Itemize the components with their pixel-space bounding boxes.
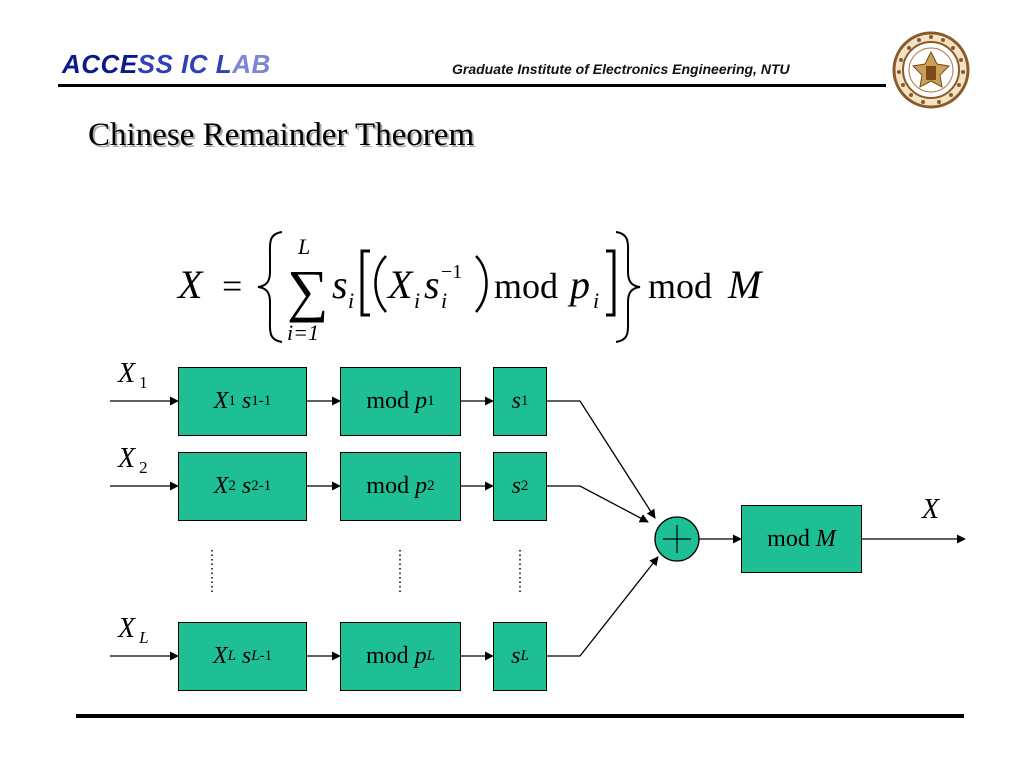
wire: [547, 400, 656, 519]
formula-sub-i: i: [593, 288, 599, 313]
formula-inverse-exponent: −1: [441, 261, 462, 283]
right-brace: [615, 231, 641, 343]
mod-m-block: mod M: [741, 505, 862, 573]
sum-lower: i=1: [287, 320, 319, 345]
wire: [547, 556, 659, 657]
wire: [547, 485, 649, 523]
formula-mod: mod: [494, 266, 558, 306]
formula-s: s: [332, 262, 348, 307]
footer-divider: [76, 714, 964, 718]
formula-lhs: X: [176, 262, 204, 307]
formula-mod: mod: [648, 266, 712, 306]
lab-logo-text: ACCESS IC LAB: [62, 49, 271, 80]
formula-s: s: [424, 262, 440, 307]
slide-title: Chinese Remainder Theorem: [88, 117, 475, 153]
university-seal-icon: [892, 31, 970, 109]
left-brace: [257, 231, 283, 343]
formula-sub-i: i: [441, 288, 447, 313]
left-bracket: [360, 249, 370, 317]
lab-logo-part: SS IC L: [137, 49, 233, 79]
formula-equals: =: [222, 266, 242, 306]
sum-symbol: ∑: [287, 258, 328, 323]
institute-name: Graduate Institute of Electronics Engine…: [452, 61, 790, 77]
lab-logo-part: AB: [232, 49, 271, 79]
left-paren: [374, 255, 387, 313]
formula-X: X: [386, 262, 414, 307]
formula-sub-i: i: [414, 288, 420, 313]
formula-sub-i: i: [348, 288, 354, 313]
summation-adder-icon: [654, 516, 700, 562]
formula-p: p: [567, 262, 590, 307]
sum-upper: L: [297, 234, 310, 259]
header-divider: [58, 84, 886, 87]
right-paren: [475, 255, 488, 313]
formula-M: M: [727, 262, 764, 307]
right-bracket: [606, 249, 616, 317]
output-label: X: [922, 494, 940, 525]
lab-logo-part: ACCE: [62, 49, 138, 79]
